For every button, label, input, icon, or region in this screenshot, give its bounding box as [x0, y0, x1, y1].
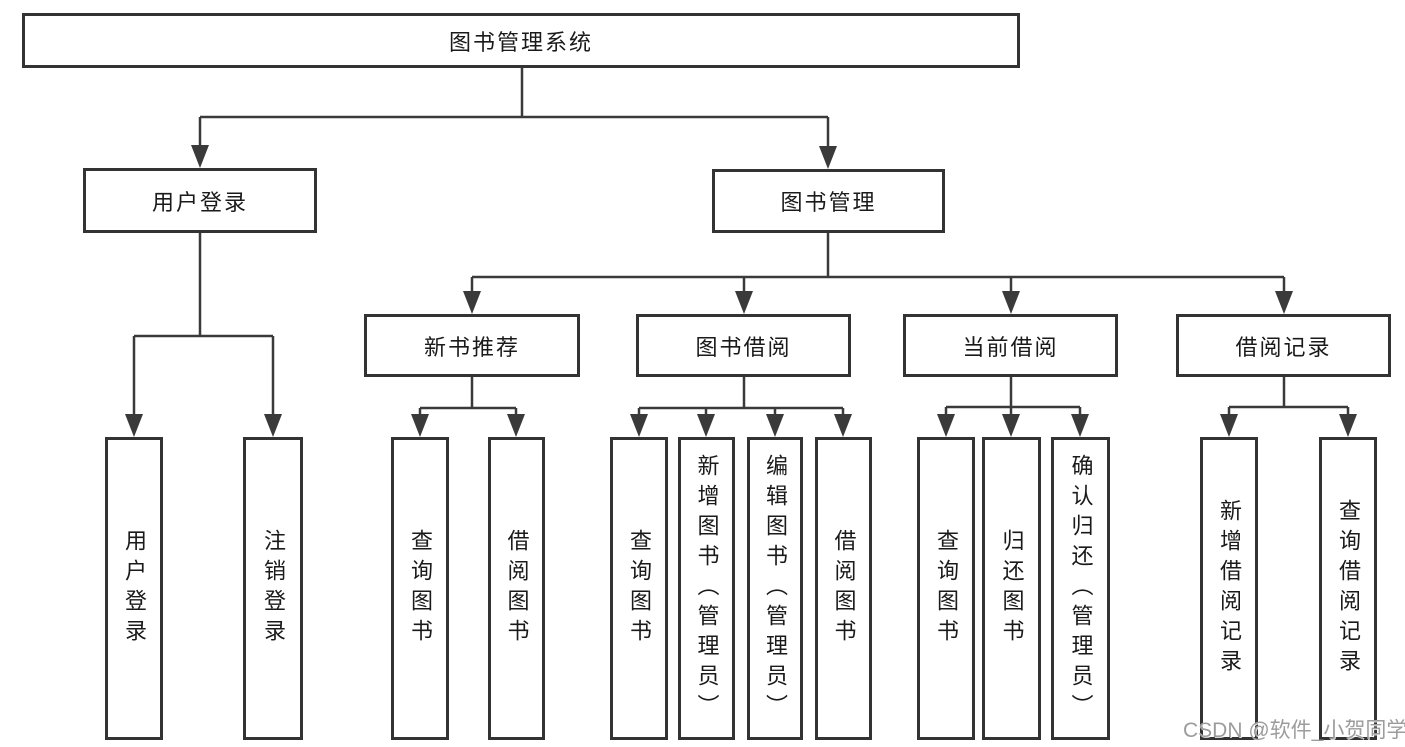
- leaf-rec-query-books-label: 查询图书: [408, 528, 433, 649]
- leaf-rec-borrow-books-label: 借阅图书: [504, 528, 530, 649]
- leaf-logout-label: 注销登录: [261, 528, 286, 649]
- leaf-rec-borrow-books: 借阅图书: [488, 437, 545, 740]
- node-user-login: 用户登录: [83, 168, 317, 233]
- leaf-add-books-admin-label: 新增图书（管理员）: [694, 453, 720, 724]
- leaf-confirm-return-admin: 确认归还（管理员）: [1051, 437, 1110, 740]
- leaf-query-borrow-record-label: 查询借阅记录: [1336, 498, 1361, 679]
- leaf-edit-books-admin: 编辑图书（管理员）: [747, 437, 803, 740]
- leaf-user-login-label: 用户登录: [122, 528, 147, 649]
- node-book-borrow: 图书借阅: [636, 314, 851, 377]
- arrowheads: [125, 145, 1357, 437]
- leaf-logout: 注销登录: [243, 437, 303, 740]
- leaf-borrow-query-books: 查询图书: [610, 437, 668, 740]
- leaf-borrow-query-books-label: 查询图书: [627, 528, 652, 649]
- node-book-management-label: 图书管理: [780, 190, 877, 215]
- leaf-borrow-books: 借阅图书: [815, 437, 872, 740]
- leaf-rec-query-books: 查询图书: [391, 437, 449, 740]
- node-borrow-record: 借阅记录: [1176, 314, 1391, 377]
- leaf-add-borrow-record-label: 新增借阅记录: [1217, 498, 1242, 679]
- node-current-borrow: 当前借阅: [903, 314, 1118, 377]
- leaf-edit-books-admin-label: 编辑图书（管理员）: [763, 453, 788, 724]
- node-book-borrow-label: 图书借阅: [695, 334, 792, 360]
- node-book-management: 图书管理: [712, 169, 945, 233]
- leaf-borrow-books-label: 借阅图书: [831, 528, 857, 649]
- leaf-current-query-books-label: 查询图书: [934, 528, 959, 649]
- node-root-label: 图书管理系统: [448, 29, 593, 55]
- node-new-book-recommend-label: 新书推荐: [423, 334, 520, 360]
- node-current-borrow-label: 当前借阅: [962, 334, 1059, 360]
- leaf-return-books-label: 归还图书: [999, 528, 1025, 649]
- node-root: 图书管理系统: [22, 13, 1020, 68]
- node-borrow-record-label: 借阅记录: [1235, 334, 1332, 360]
- csdn-watermark: CSDN @软件_小贺同学: [1183, 719, 1405, 742]
- leaf-current-query-books: 查询图书: [917, 437, 975, 740]
- node-new-book-recommend: 新书推荐: [364, 314, 580, 377]
- leaf-add-books-admin: 新增图书（管理员）: [678, 437, 735, 740]
- leaf-query-borrow-record: 查询借阅记录: [1319, 437, 1377, 740]
- node-user-login-label: 用户登录: [151, 189, 248, 215]
- leaf-user-login: 用户登录: [105, 437, 163, 740]
- leaf-confirm-return-admin-label: 确认归还（管理员）: [1068, 453, 1094, 724]
- leaf-return-books: 归还图书: [982, 437, 1041, 740]
- leaf-add-borrow-record: 新增借阅记录: [1200, 437, 1258, 740]
